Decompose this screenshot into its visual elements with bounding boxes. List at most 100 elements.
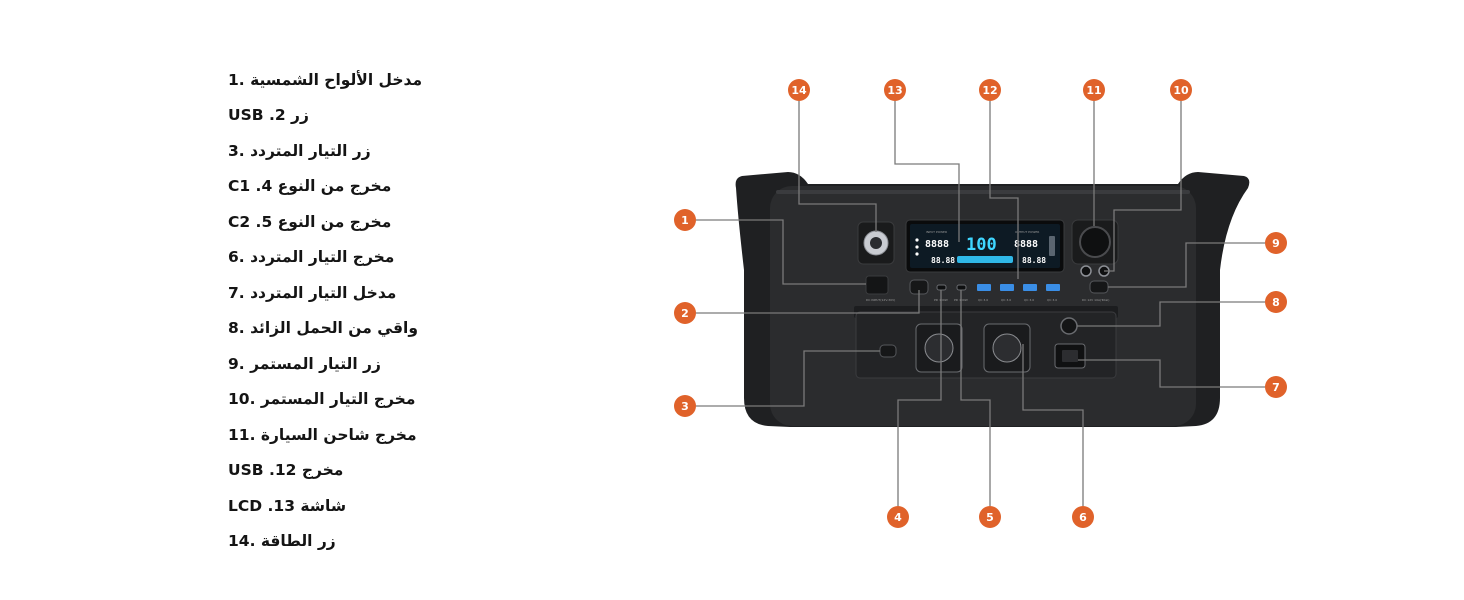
callout-11-badge <box>1083 79 1105 101</box>
leader-line-14 <box>798 101 877 232</box>
callout-14-number: 14 <box>791 84 807 97</box>
lcd-battery-bar <box>957 256 1013 263</box>
callout-6-number: 6 <box>1079 511 1087 524</box>
callout-7-number: 7 <box>1272 381 1280 394</box>
lcd-indicator-icon <box>915 245 919 249</box>
callouts: 1 2 3 4 5 6 7 8 9 10 11 12 13 14 <box>674 79 1287 528</box>
leader-line-7 <box>1078 359 1265 388</box>
ac-outlet-2-face <box>992 333 1022 363</box>
callout-13-badge <box>884 79 906 101</box>
legend-item-14: زر الطاقة .14 <box>228 532 336 551</box>
leader-line-6 <box>1022 344 1084 506</box>
leader-lines <box>696 101 1265 506</box>
leader-line-8 <box>1077 301 1265 327</box>
callout-7: 7 <box>1265 376 1287 398</box>
leader-line-9 <box>1108 242 1265 288</box>
callout-8-number: 8 <box>1272 296 1280 309</box>
legend-item-2: زر USB .2 <box>228 106 309 125</box>
ac-button[interactable] <box>879 344 897 358</box>
usb-a-port-2[interactable] <box>1000 284 1014 291</box>
callout-4: 4 <box>887 506 909 528</box>
leader-line-2 <box>696 290 920 314</box>
car-charger-socket[interactable] <box>1079 226 1111 258</box>
callout-14-badge <box>788 79 810 101</box>
leader-line-13 <box>894 101 960 242</box>
usb-a-port-3[interactable] <box>1023 284 1037 291</box>
solar-input-port[interactable] <box>865 275 889 295</box>
lcd-screen <box>910 224 1060 268</box>
callout-9-badge <box>1265 232 1287 254</box>
leader-line-12 <box>989 101 1019 279</box>
legend-item-10: مخرج التيار المستمر .10 <box>228 390 416 409</box>
callout-8-badge <box>1265 291 1287 313</box>
label-qc-1: QC 3.0 <box>978 298 988 302</box>
callout-2: 2 <box>674 302 696 324</box>
leader-line-10 <box>1104 101 1182 272</box>
callout-12-badge <box>979 79 1001 101</box>
leader-line-3 <box>696 350 880 407</box>
callout-1-number: 1 <box>681 214 689 227</box>
label-dc-input: DC INPUT(12V-30V) <box>866 298 895 302</box>
legend-item-8: واقي من الحمل الزائد .8 <box>228 319 418 338</box>
callout-1-badge <box>674 209 696 231</box>
callout-11: 11 <box>1083 79 1105 101</box>
legend-item-5: مخرج من النوع C2 .5 <box>228 212 392 231</box>
callout-3: 3 <box>674 395 696 417</box>
callout-5-badge <box>979 506 1001 528</box>
callout-3-number: 3 <box>681 400 689 413</box>
lcd-input-value: 8888 <box>925 239 949 250</box>
lcd-input-label: INPUT POWER <box>926 230 947 234</box>
callout-3-badge <box>674 395 696 417</box>
lcd-output-label: OUTPUT POWER <box>1015 230 1039 234</box>
body-highlight <box>776 190 1190 194</box>
legend-list: مدخل الألواح الشمسية .1 زر USB .2 زر الت… <box>228 62 648 559</box>
power-station: INPUT POWER OUTPUT POWER 8888 8888 100 8… <box>735 172 1250 427</box>
leader-line-4 <box>897 290 942 506</box>
callout-12: 12 <box>979 79 1001 101</box>
callout-6-badge <box>1072 506 1094 528</box>
legend-item-1: مدخل الألواح الشمسية .1 <box>228 70 423 89</box>
leader-line-1 <box>696 219 866 285</box>
legend-item-4: مخرج من النوع C1 .4 <box>228 177 392 196</box>
usb-c-port-1[interactable] <box>936 284 947 291</box>
ac-outlet-1-face <box>924 333 954 363</box>
callout-10-number: 10 <box>1173 84 1189 97</box>
lcd-indicator-icon <box>915 252 919 256</box>
legend-item-3: زر التيار المتردد .3 <box>228 141 371 160</box>
callout-13: 13 <box>884 79 906 101</box>
usb-a-port-1[interactable] <box>977 284 991 291</box>
callout-4-badge <box>887 506 909 528</box>
dc-output-port-1[interactable] <box>1080 265 1092 277</box>
ac-input-socket <box>1062 350 1078 362</box>
legend-item-13: شاشة LCD .13 <box>228 496 347 515</box>
callout-6: 6 <box>1072 506 1094 528</box>
callout-1: 1 <box>674 209 696 231</box>
lcd-output-value: 8888 <box>1014 239 1038 250</box>
callout-12-number: 12 <box>982 84 997 97</box>
legend-item-7: مدخل التيار المتردد .7 <box>228 283 397 302</box>
lcd-indicator-icon <box>915 238 919 242</box>
lcd-side-indicators <box>1049 236 1055 256</box>
power-icon <box>870 237 882 249</box>
legend-item-12: مخرج USB .12 <box>228 461 344 480</box>
label-qc-4: QC 3.0 <box>1047 298 1057 302</box>
callout-5: 5 <box>979 506 1001 528</box>
lcd-time-left: 88.88 <box>931 256 955 265</box>
label-qc-2: QC 3.0 <box>1001 298 1011 302</box>
lcd-percent: 100 <box>966 235 997 255</box>
leader-line-5 <box>960 290 991 506</box>
callout-8: 8 <box>1265 291 1287 313</box>
callout-14: 14 <box>788 79 810 101</box>
callout-13-number: 13 <box>887 84 902 97</box>
callout-10-badge <box>1170 79 1192 101</box>
callout-9: 9 <box>1265 232 1287 254</box>
callout-9-number: 9 <box>1272 237 1280 250</box>
label-dc-out: DC 12V 10A(Total) <box>1082 298 1109 302</box>
overload-protector[interactable] <box>1060 317 1078 335</box>
legend-item-6: مخرج التيار المتردد .6 <box>228 248 395 267</box>
usb-a-port-4[interactable] <box>1046 284 1060 291</box>
legend-item-11: مخرج شاحن السيارة .11 <box>228 425 417 444</box>
usb-c-port-2[interactable] <box>956 284 967 291</box>
dc-button[interactable] <box>1089 280 1109 294</box>
